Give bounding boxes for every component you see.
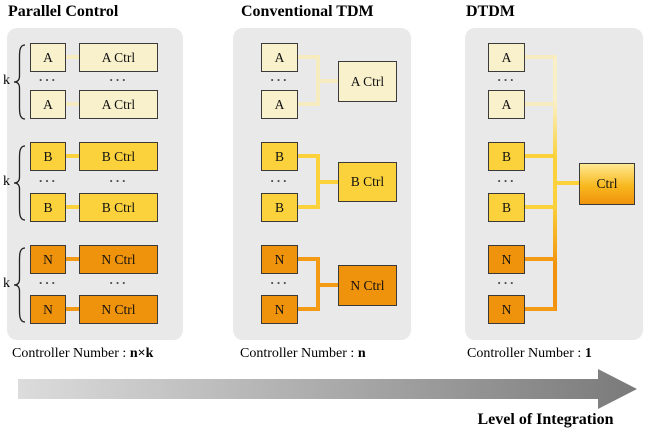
unified-ctrl-box: Ctrl (579, 163, 635, 205)
connector-line (525, 102, 555, 106)
unit-box-b: B (30, 193, 66, 222)
connector-line (298, 205, 320, 209)
k-count-label: k (3, 73, 10, 88)
unit-box-a: A (261, 90, 298, 119)
unit-box-n: N (30, 245, 66, 274)
unit-box-n: N (488, 295, 525, 324)
unit-box-n: N (488, 245, 525, 274)
ctrl-box-b: B Ctrl (338, 162, 397, 202)
unit-box-b: B (30, 142, 66, 171)
ellipsis-dots: ··· (496, 275, 516, 290)
connector-line (525, 154, 555, 158)
ctrl-box-n: N Ctrl (338, 265, 397, 306)
ctrl-box-a: A Ctrl (338, 61, 397, 102)
unit-box-n: N (261, 245, 298, 274)
connector-line (525, 307, 555, 311)
unit-box-a: A (30, 43, 66, 72)
controller-count-label: Controller Number : 1 (467, 346, 592, 362)
connector-line (298, 307, 320, 311)
ellipsis-dots: ··· (269, 173, 289, 188)
unit-box-b: B (488, 142, 525, 171)
ellipsis-dots: ··· (496, 173, 516, 188)
controller-count-value: 1 (584, 346, 592, 361)
connector-line (525, 257, 555, 261)
ellipsis-dots: ··· (108, 72, 128, 87)
integration-axis-label: Level of Integration (477, 411, 614, 428)
ctrl-box-a: A Ctrl (79, 90, 158, 119)
unit-box-b: B (261, 142, 298, 171)
connector-line (298, 257, 320, 261)
ctrl-box-b: B Ctrl (79, 193, 158, 222)
connector-line (66, 154, 79, 158)
connector-line (316, 283, 340, 287)
arrow-shape (18, 369, 637, 409)
connector-line (298, 55, 320, 59)
connector-line (298, 102, 320, 106)
controller-count-prefix: Controller Number : (240, 346, 358, 361)
connector-line (316, 180, 340, 184)
connector-line (525, 55, 555, 59)
connector-line (557, 181, 579, 185)
ellipsis-dots: ··· (496, 72, 516, 87)
ctrl-box-n: N Ctrl (79, 295, 158, 324)
k-brace (13, 44, 26, 120)
unit-box-a: A (30, 90, 66, 119)
k-count-label: k (3, 174, 10, 189)
k-count-label: k (3, 276, 10, 291)
unit-box-a: A (488, 90, 525, 119)
unit-box-b: B (261, 193, 298, 222)
controller-count-prefix: Controller Number : (12, 346, 130, 361)
k-brace (13, 145, 26, 221)
connector-line (66, 205, 79, 209)
ellipsis-dots: ··· (38, 173, 58, 188)
unit-box-b: B (488, 193, 525, 222)
connector-line (66, 307, 79, 311)
controller-count-label: Controller Number : n (240, 346, 366, 362)
connector-line (66, 257, 79, 261)
panel-title-conventional-tdm: Conventional TDM (241, 3, 374, 20)
ellipsis-dots: ··· (38, 275, 58, 290)
ellipsis-dots: ··· (108, 275, 128, 290)
ellipsis-dots: ··· (269, 72, 289, 87)
panel-title-parallel-control: Parallel Control (8, 3, 119, 20)
connector-line (66, 102, 79, 106)
controller-count-value: n (357, 346, 366, 361)
ctrl-box-a: A Ctrl (79, 43, 158, 72)
unit-box-n: N (30, 295, 66, 324)
unit-box-n: N (261, 295, 298, 324)
unit-box-a: A (488, 43, 525, 72)
panel-parallel-control (7, 28, 183, 340)
ellipsis-dots: ··· (269, 275, 289, 290)
shared-bus-line (553, 55, 557, 311)
connector-line (525, 205, 555, 209)
controller-count-label: Controller Number : n×k (12, 346, 153, 362)
ellipsis-dots: ··· (108, 173, 128, 188)
panel-title-dtdm: DTDM (466, 3, 515, 20)
ctrl-box-b: B Ctrl (79, 142, 158, 171)
ctrl-box-n: N Ctrl (79, 245, 158, 274)
controller-count-value: n×k (129, 346, 154, 361)
connector-line (316, 79, 340, 83)
connector-line (66, 55, 79, 59)
controller-count-prefix: Controller Number : (467, 346, 585, 361)
k-brace (13, 247, 26, 323)
ellipsis-dots: ··· (38, 72, 58, 87)
unit-box-a: A (261, 43, 298, 72)
connector-line (298, 154, 320, 158)
